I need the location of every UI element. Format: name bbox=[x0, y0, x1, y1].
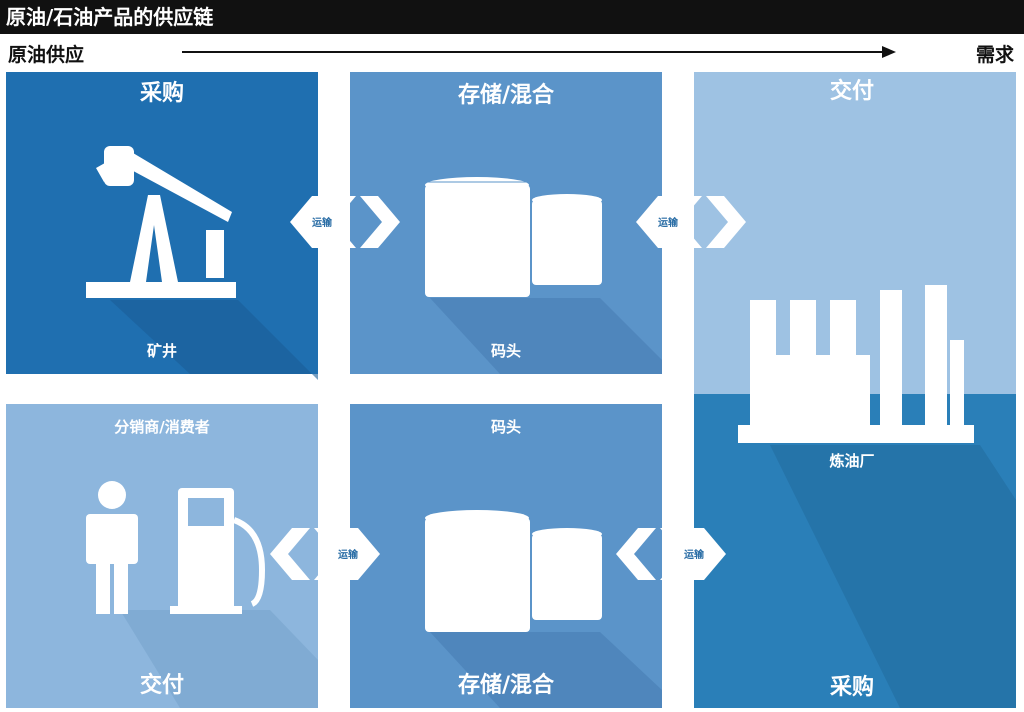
panel-storage-top-caption: 码头 bbox=[491, 342, 521, 360]
panel-storage-bottom: 码头 存储/混合 bbox=[350, 404, 662, 708]
connector-2-label: 运输 bbox=[658, 216, 679, 229]
panel-procure-top: 采购 矿井 bbox=[6, 72, 318, 380]
panel-procure-top-caption: 矿井 bbox=[147, 342, 177, 360]
refinery-icon bbox=[738, 285, 974, 443]
panel-refinery-title-top: 交付 bbox=[830, 78, 874, 104]
panel-refinery-title-bottom: 采购 bbox=[830, 674, 874, 700]
panel-delivery-bottom-title: 分销商/消费者 bbox=[114, 418, 209, 436]
flow-start-label: 原油供应 bbox=[8, 44, 85, 66]
flow-end-label: 需求 bbox=[975, 44, 1014, 66]
panel-delivery-bottom: 分销商/消费者 交付 bbox=[6, 404, 318, 708]
panel-delivery-bottom-caption: 交付 bbox=[140, 672, 184, 698]
person-icon bbox=[86, 481, 138, 614]
storage-tank-icon bbox=[425, 510, 602, 632]
transport-connector-2: 运输 bbox=[636, 196, 746, 248]
transport-connector-3: 运输 bbox=[616, 528, 726, 580]
panel-refinery-caption: 炼油厂 bbox=[829, 452, 874, 470]
flow-indicator: 原油供应 需求 bbox=[0, 34, 1024, 70]
flow-arrow-icon bbox=[182, 46, 896, 58]
oil-pump-icon bbox=[86, 146, 236, 298]
connector-1-label: 运输 bbox=[312, 216, 333, 229]
panel-storage-bottom-title: 码头 bbox=[491, 418, 521, 436]
connector-4-label: 运输 bbox=[338, 548, 359, 561]
transport-connector-1: 运输 bbox=[290, 196, 400, 248]
panel-refinery: 交付 炼油厂 采购 bbox=[694, 72, 1016, 708]
connector-3-label: 运输 bbox=[684, 548, 705, 561]
panel-storage-bottom-caption: 存储/混合 bbox=[458, 672, 555, 698]
storage-tank-icon bbox=[425, 177, 602, 297]
transport-connector-4: 运输 bbox=[270, 528, 380, 580]
panel-storage-top: 存储/混合 码头 bbox=[350, 72, 662, 374]
panel-storage-top-title: 存储/混合 bbox=[458, 82, 555, 108]
panel-procure-top-title: 采购 bbox=[140, 80, 184, 106]
page-title: 原油/石油产品的供应链 bbox=[0, 0, 1024, 34]
fuel-pump-icon bbox=[170, 488, 266, 614]
